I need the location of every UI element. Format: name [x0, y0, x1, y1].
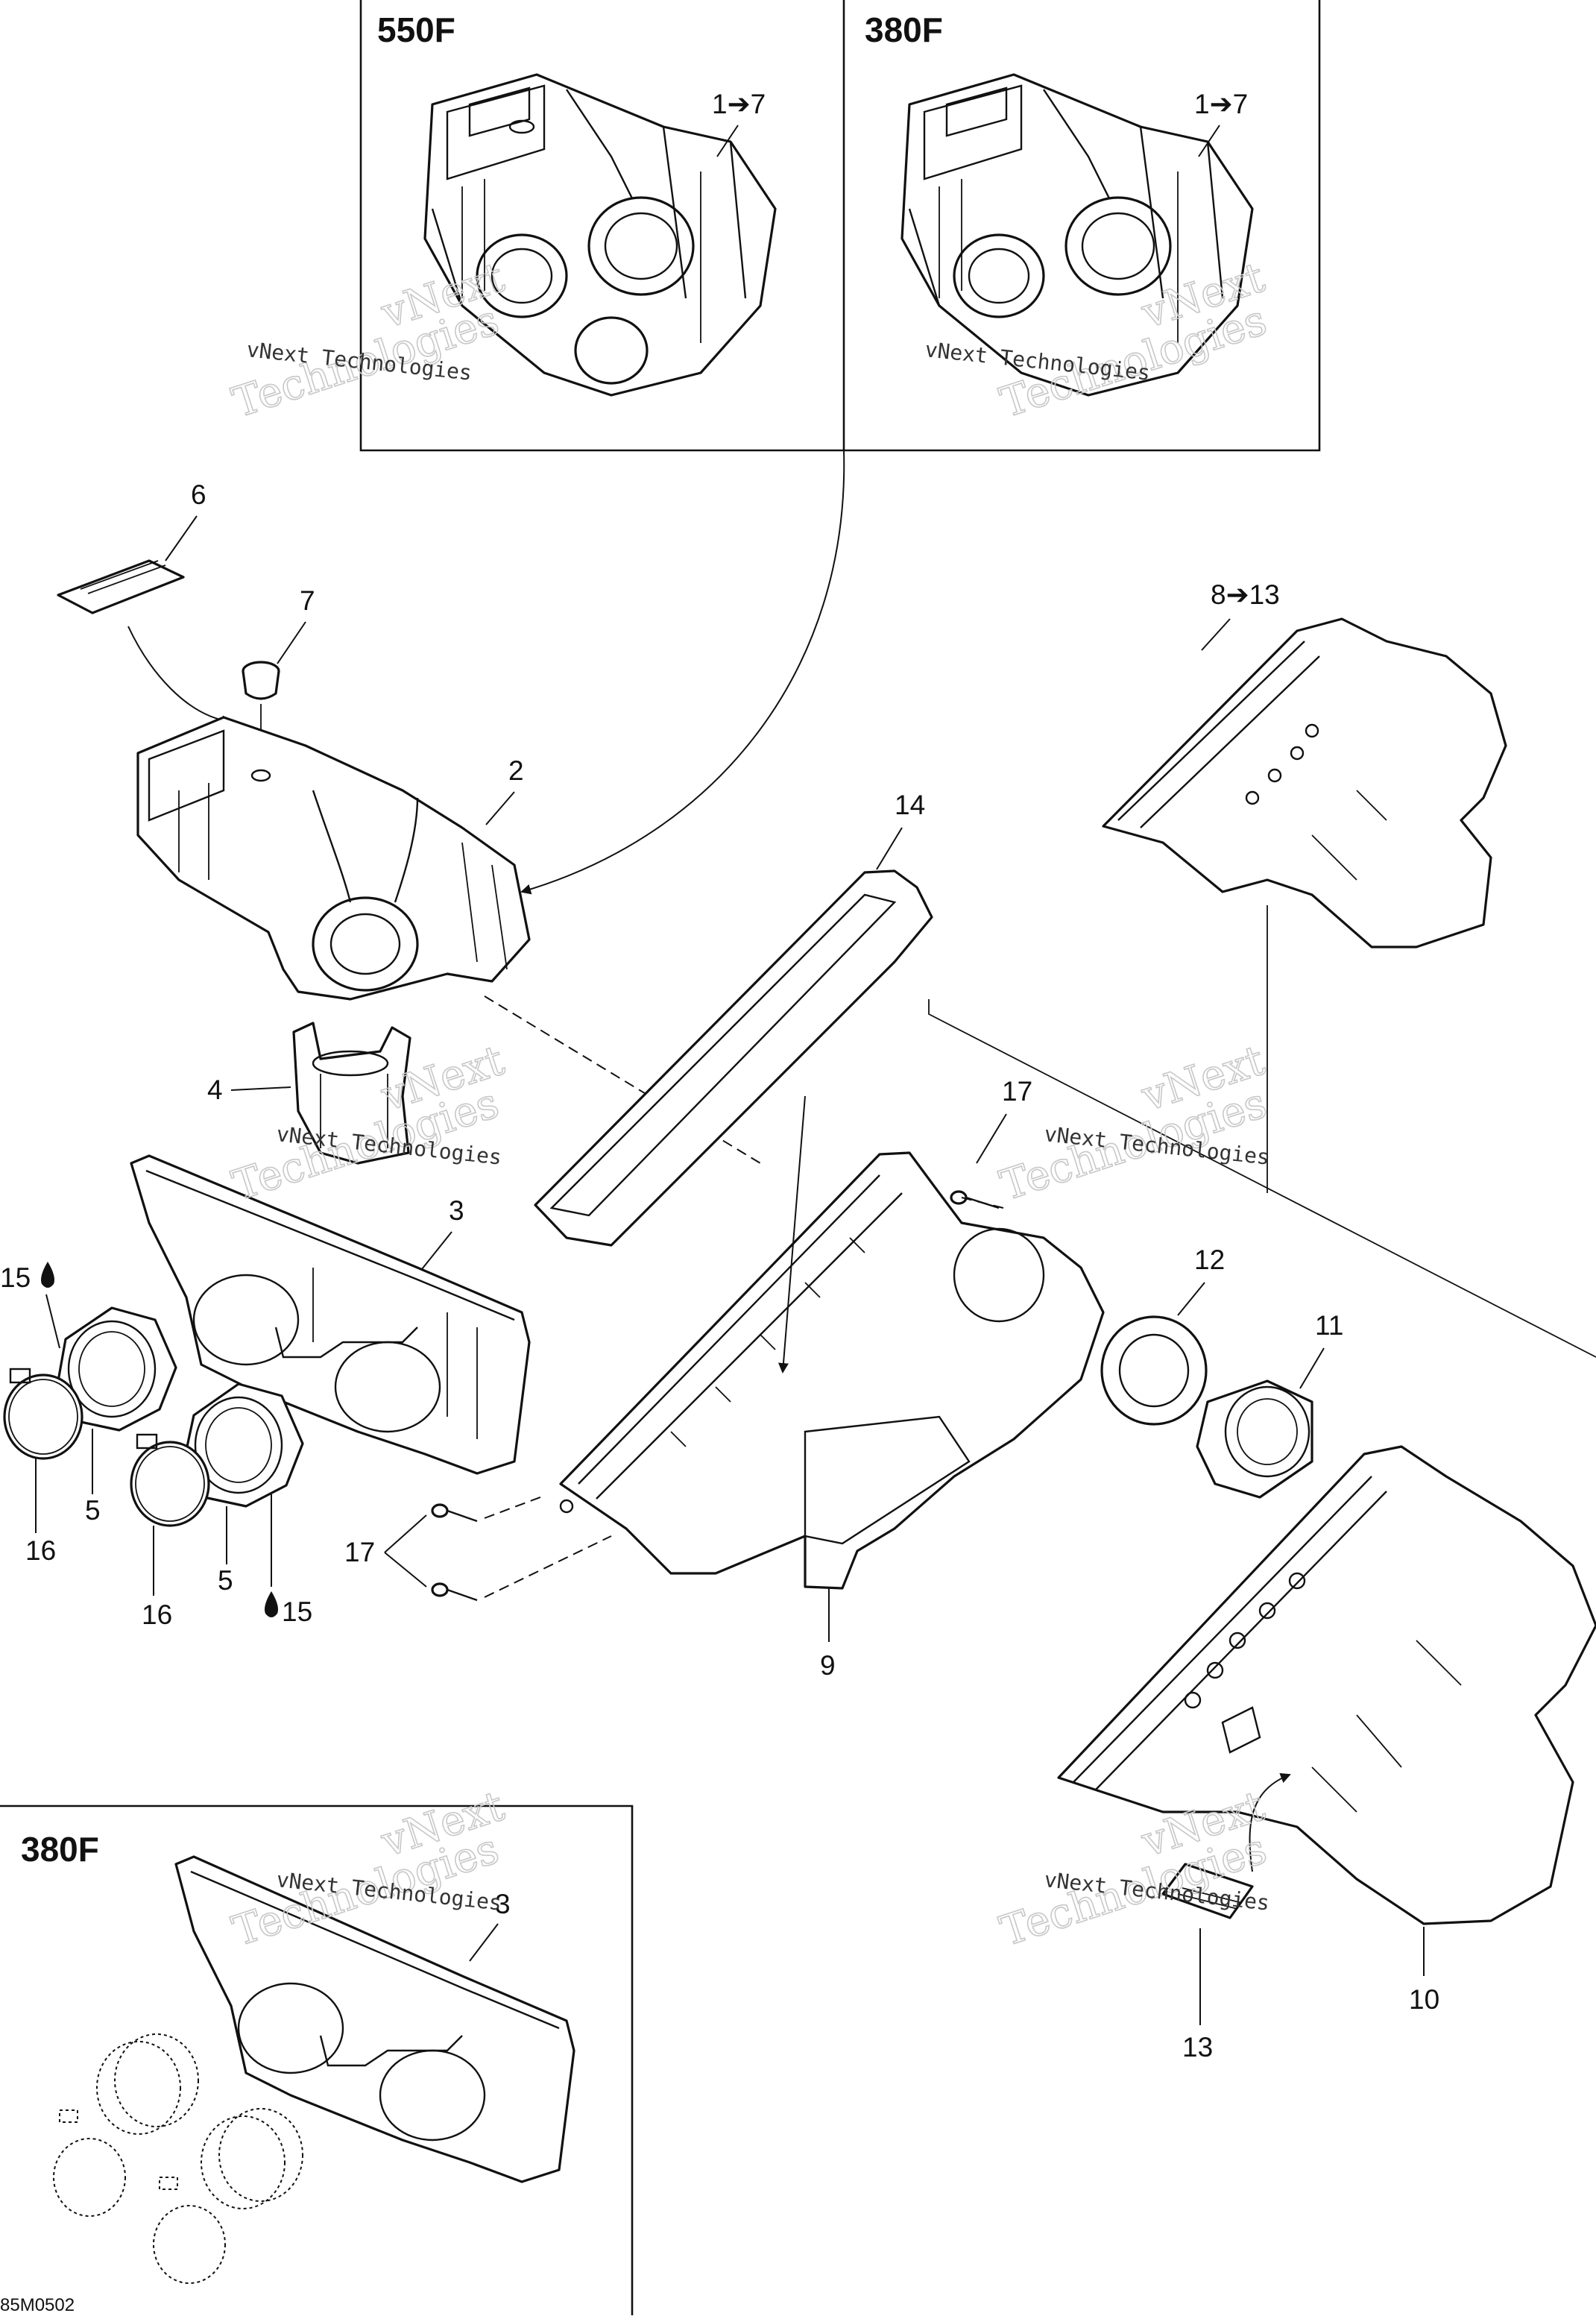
callout-3-inset: 3: [495, 1889, 511, 1919]
leader-17-lower: [384, 1514, 427, 1588]
top-inset-frame: [359, 0, 1321, 452]
airbox-upper-380f-illustration: [900, 73, 1254, 397]
leader-7: [277, 621, 306, 664]
leader-4: [230, 1086, 291, 1091]
leader-1-7-550f: [716, 125, 739, 157]
leader-11: [1299, 1347, 1325, 1389]
callout-9: 9: [820, 1650, 836, 1681]
callout-15-right: 15: [282, 1596, 312, 1627]
screw-part-17-upper: [950, 1190, 1000, 1209]
arrow-6: [127, 626, 233, 726]
panel-title-550f: 550F: [377, 10, 455, 49]
decal-part-6: [57, 559, 185, 614]
arrow-13: [1249, 1772, 1291, 1872]
callout-5-left: 5: [85, 1495, 101, 1526]
clamp-left-part-16: [3, 1368, 83, 1460]
adaptors-clamps-inset-dotted: [53, 2033, 303, 2284]
seal-part-12: [1100, 1315, 1208, 1426]
decal-part-13: [1161, 1863, 1254, 1919]
leader-14: [876, 827, 903, 870]
airbox-lower-380f-illustration: [174, 1855, 575, 2183]
callout-3: 3: [449, 1195, 464, 1226]
panel-title-380f-bottom: 380F: [21, 1830, 99, 1869]
callout-1-7-550f: 1➔7: [712, 89, 766, 119]
cover-part-14: [534, 869, 933, 1247]
callout-16-left: 16: [25, 1535, 56, 1566]
callout-12: 12: [1194, 1245, 1225, 1275]
airbox-upper-part-2: [136, 716, 531, 1001]
callout-16-right: 16: [142, 1599, 172, 1630]
panel-title-380f-top: 380F: [865, 10, 943, 49]
callout-17-upper: 17: [1002, 1076, 1032, 1107]
screw-part-17-lower-b: [431, 1582, 478, 1602]
leader-2: [485, 791, 515, 825]
airbox-upper-550f-illustration: [423, 73, 777, 397]
leader-1-7-380f: [1198, 125, 1220, 157]
clamp-right-part-16: [130, 1433, 210, 1527]
leader-3: [421, 1231, 452, 1270]
bottom-inset-frame: [0, 1804, 634, 2315]
leader-8-13: [1201, 618, 1231, 651]
leader-6: [165, 515, 198, 561]
leader-17-upper: [976, 1113, 1007, 1164]
insert-part-4: [292, 1022, 411, 1165]
callout-14: 14: [895, 790, 925, 820]
boot-part-11: [1196, 1379, 1313, 1499]
housing-part-9: [559, 1151, 1105, 1590]
callout-8-13: 8➔13: [1211, 579, 1280, 610]
oil-drop-icon: [265, 1591, 278, 1617]
leader-12: [1177, 1282, 1205, 1316]
callout-11: 11: [1315, 1310, 1343, 1341]
reference-line-diagonal: [928, 999, 1596, 1358]
assembly-line-17-upper: [961, 1197, 1004, 1209]
silencer-assembly-upper-8-13: [1102, 617, 1507, 948]
silencer-part-10: [1057, 1445, 1596, 1925]
callout-1-7-380f: 1➔7: [1194, 89, 1248, 119]
callout-6: 6: [191, 479, 206, 510]
leader-3-inset: [469, 1923, 499, 1962]
screw-part-17-lower-a: [431, 1503, 478, 1523]
diagram-code: 85M0502: [0, 2295, 75, 2315]
reference-arrow: [520, 450, 845, 895]
arrow-14-to-9: [778, 1095, 806, 1374]
oil-drop-icon: [41, 1262, 54, 1288]
adaptor-left-part-5: [57, 1306, 177, 1432]
airbox-lower-part-3: [130, 1154, 531, 1475]
assembly-line-17: [484, 1495, 612, 1598]
leader-15-left: [45, 1294, 60, 1349]
callout-5-right: 5: [218, 1565, 233, 1596]
callout-17-lower: 17: [344, 1537, 375, 1567]
callout-7: 7: [300, 585, 315, 616]
grommet-part-7: [242, 661, 280, 700]
callout-10: 10: [1409, 1984, 1439, 2015]
callout-15-left: 15: [0, 1262, 31, 1293]
callout-4: 4: [207, 1074, 223, 1105]
callout-13: 13: [1182, 2032, 1213, 2062]
callout-2: 2: [508, 755, 524, 786]
